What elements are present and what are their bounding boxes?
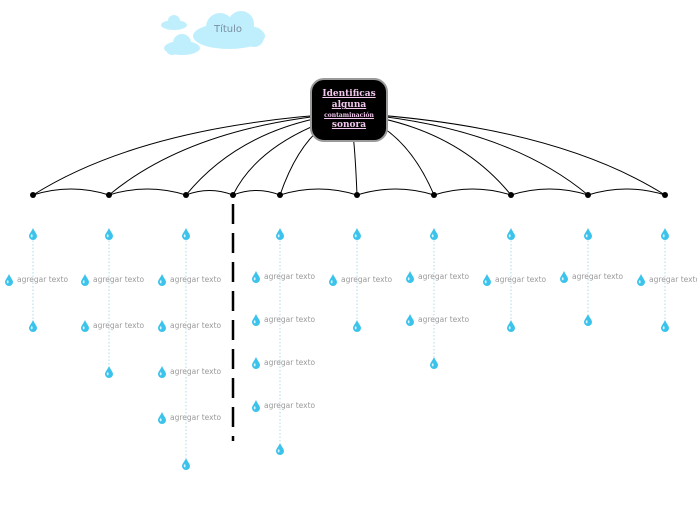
rim-arc — [279, 188, 358, 196]
subtopic-label[interactable]: agregar texto — [170, 367, 222, 376]
drop-icon — [276, 228, 284, 240]
cloud-icon — [161, 11, 265, 55]
diagram-drops — [5, 228, 669, 470]
drop-icon — [560, 271, 568, 283]
drop-icon — [406, 271, 414, 283]
drop-icon — [276, 443, 284, 455]
subtopic-label[interactable]: agregar texto — [341, 275, 393, 284]
drop-icon — [252, 400, 260, 412]
drop-icon — [353, 320, 361, 332]
drop-icon — [81, 274, 89, 286]
central-topic-node[interactable]: Identificas alguna contaminación sonora — [310, 78, 388, 142]
subtopic-label[interactable]: agregar texto — [649, 275, 697, 284]
drop-icon — [661, 228, 669, 240]
drop-icon — [584, 314, 592, 326]
rib-point — [277, 192, 283, 198]
drop-icon — [158, 274, 166, 286]
rim-arc — [356, 188, 435, 196]
subtopic-label[interactable]: agregar texto — [170, 321, 222, 330]
subtopic-label[interactable]: agregar texto — [418, 315, 470, 324]
rib-point — [662, 192, 668, 198]
drop-icon — [329, 274, 337, 286]
title-node[interactable]: Título — [213, 24, 243, 35]
subtopic-label[interactable]: agregar texto — [93, 275, 145, 284]
drop-icon — [661, 320, 669, 332]
drop-icon — [353, 228, 361, 240]
drop-icon — [81, 320, 89, 332]
central-topic-line-4: sonora — [331, 119, 367, 130]
drop-icon — [430, 357, 438, 369]
drop-icon — [105, 366, 113, 378]
rib-point — [508, 192, 514, 198]
drop-icon — [483, 274, 491, 286]
drop-icon — [507, 228, 515, 240]
drop-icon — [252, 271, 260, 283]
subtopic-label[interactable]: agregar texto — [170, 413, 222, 422]
drop-icon — [29, 228, 37, 240]
drop-icon — [158, 366, 166, 378]
rim-arc — [433, 188, 512, 196]
subtopic-label[interactable]: agregar texto — [264, 315, 316, 324]
spoke-line — [32, 112, 350, 196]
rim-arc — [232, 190, 281, 196]
rib-point — [183, 192, 189, 198]
subtopic-label[interactable]: agregar texto — [418, 272, 470, 281]
central-topic-line-3: contaminación — [324, 111, 374, 119]
central-topic-line-1: Identificas — [322, 88, 376, 99]
subtopic-label[interactable]: agregar texto — [93, 321, 145, 330]
subtopic-label[interactable]: agregar texto — [264, 358, 316, 367]
drop-icon — [158, 412, 166, 424]
drop-icon — [406, 314, 414, 326]
rib-point — [230, 192, 236, 198]
rim-arc — [510, 188, 589, 196]
central-topic-line-2: alguna — [331, 100, 367, 111]
drop-icon — [182, 228, 190, 240]
drop-icon — [584, 228, 592, 240]
subtopic-label[interactable]: agregar texto — [264, 401, 316, 410]
rim-arc — [108, 188, 187, 196]
subtopic-label[interactable]: agregar texto — [264, 272, 316, 281]
rim-arc — [32, 188, 110, 196]
rib-point — [106, 192, 112, 198]
spoke-line — [348, 112, 666, 196]
drop-icon — [158, 320, 166, 332]
subtopic-label[interactable]: agregar texto — [17, 275, 69, 284]
drop-icon — [5, 274, 13, 286]
rim-arc — [185, 190, 234, 196]
drop-icon — [105, 228, 113, 240]
subtopic-label[interactable]: agregar texto — [495, 275, 547, 284]
drop-icon — [637, 274, 645, 286]
rim-arc — [587, 188, 666, 196]
rib-point — [354, 192, 360, 198]
drop-icon — [252, 357, 260, 369]
rib-point — [585, 192, 591, 198]
drop-icon — [182, 458, 190, 470]
drop-icon — [430, 228, 438, 240]
drop-icon — [252, 314, 260, 326]
rib-point — [30, 192, 36, 198]
subtopic-label[interactable]: agregar texto — [170, 275, 222, 284]
subtopic-label[interactable]: agregar texto — [572, 272, 624, 281]
rib-point — [431, 192, 437, 198]
drop-icon — [507, 320, 515, 332]
drop-icon — [29, 320, 37, 332]
